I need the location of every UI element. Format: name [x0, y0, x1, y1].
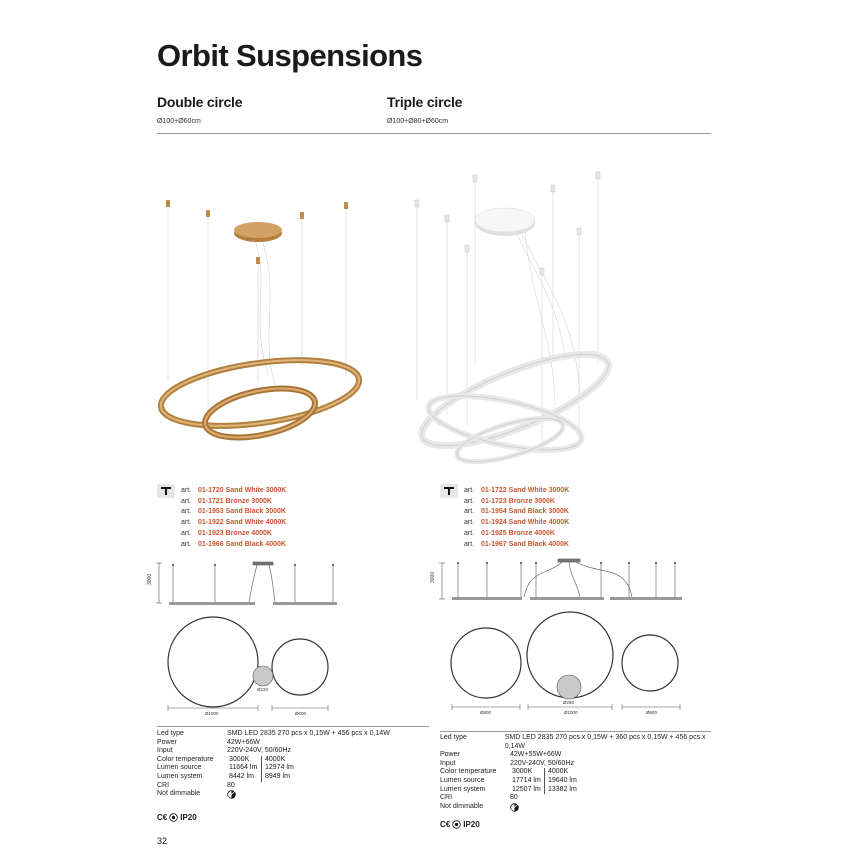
product-dimensions-triple: Ø100+Ø80+Ø60cm: [387, 118, 449, 125]
ce-mark-icon: C€: [440, 820, 451, 829]
spec-divider-double: [157, 726, 429, 727]
suspension-mount-icon: [440, 484, 458, 498]
page-title: Orbit Suspensions: [157, 38, 423, 73]
drawing-ring-label: Ø600: [646, 710, 658, 715]
drawing-ring-label: Ø800: [480, 710, 492, 715]
drawing-ring-label: Ø600: [295, 711, 307, 716]
class-icon: [452, 820, 461, 829]
article-row: art.01-1720 Sand White 3000K: [181, 487, 287, 494]
drawing-height-label: 3000: [147, 574, 153, 585]
article-row: art.01-1723 Bronze 3000K: [464, 497, 555, 505]
page-number: 32: [157, 836, 168, 846]
article-list-double: art.01-1720 Sand White 3000K art.01-1721…: [181, 486, 286, 550]
drawing-ring-label: Ø1000: [564, 710, 578, 715]
article-row: art.01-1954 Sand Black 3000K: [464, 508, 569, 516]
drawing-height-label: 3000: [430, 572, 436, 583]
certification-triple: C€ IP20: [440, 820, 480, 829]
article-list-triple: art.01-1722 Sand White 3000K art.01-1723…: [464, 486, 569, 550]
product-dimensions-double: Ø100+Ø60cm: [157, 118, 201, 125]
not-dimmable-icon: [227, 790, 236, 799]
article-row: art.01-1967 Sand Black 4000K: [464, 540, 569, 548]
not-dimmable-icon: [510, 803, 519, 812]
drawing-canopy-label: Ø260: [563, 700, 575, 705]
technical-drawing-double: 3000 Ø220 Ø1000 Ø600: [147, 561, 337, 716]
spec-divider-triple: [440, 731, 711, 732]
suspension-mount-icon: [157, 484, 175, 498]
article-row: art.01-1925 Bronze 4000K: [464, 529, 555, 537]
article-row: art.01-1924 Sand White 4000K: [464, 519, 570, 527]
article-row: art.01-1966 Sand Black 4000K: [181, 540, 286, 548]
article-row: art.01-1922 Sand White 4000K: [181, 519, 287, 527]
article-row: art.01-1923 Bronze 4000K: [181, 529, 272, 537]
drawing-canopy-label: Ø220: [257, 687, 269, 692]
product-image-double: [157, 200, 363, 441]
article-row: art.01-1721 Bronze 3000K: [181, 497, 272, 505]
product-title-double: Double circle: [157, 94, 243, 110]
class-icon: [169, 813, 178, 822]
product-image-triple: [414, 171, 612, 465]
article-row: art.01-1953 Sand Black 3000K: [181, 508, 286, 516]
technical-drawing-triple: 3000 Ø260 Ø800 Ø1000 Ø600: [430, 558, 682, 715]
ce-mark-icon: C€: [157, 813, 168, 822]
article-row: art.01-1722 Sand White 3000K: [464, 487, 570, 494]
header-divider: [157, 133, 711, 134]
product-title-triple: Triple circle: [387, 94, 463, 110]
certification-double: C€ IP20: [157, 813, 197, 822]
drawing-ring-label: Ø1000: [205, 711, 219, 716]
